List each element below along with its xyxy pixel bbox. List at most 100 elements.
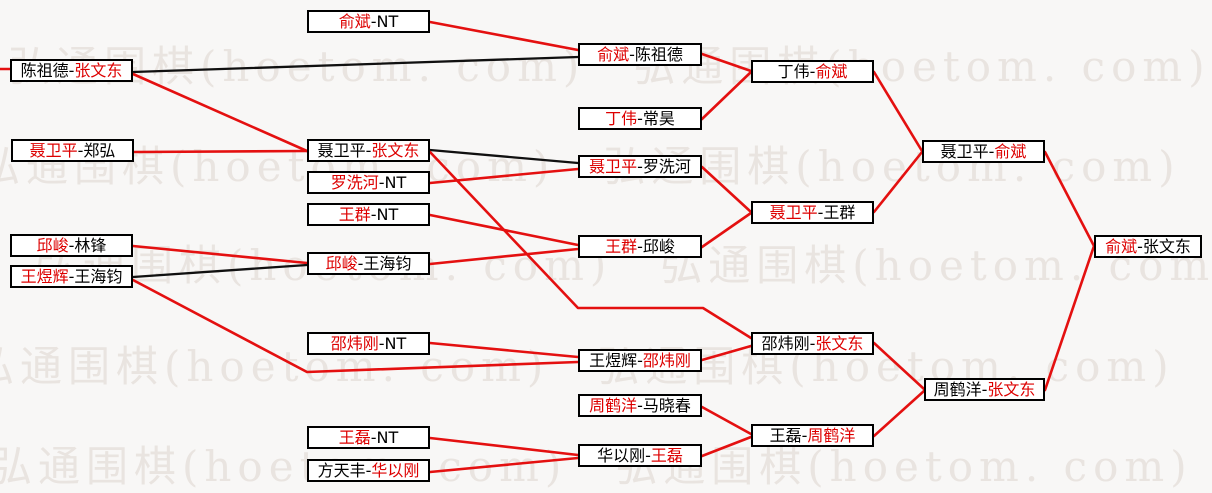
player-name: 丁伟-: [777, 61, 816, 81]
match-shaoweigang-nt: 邵炜刚-NT: [307, 332, 430, 355]
player-name: -马晓春: [637, 395, 691, 415]
player-name: -常昊: [637, 108, 675, 128]
line-wanglei-zhouheyang-to-zhouheyang-zhangwendong: [872, 389, 926, 438]
player-name: 邵炜刚: [642, 350, 691, 370]
player-name: 俞斌: [1105, 236, 1138, 256]
line-yubin-nt-to-yubin-chenzude: [428, 20, 580, 52]
match-huayigang-wanglei: 华以刚-王磊: [578, 444, 702, 467]
player-name: 俞斌: [597, 44, 630, 64]
player-name: 聂卫平-: [317, 140, 372, 160]
match-qiujun-linfeng: 邱峻-林锋: [10, 234, 133, 257]
match-final-yubin-zhangwendong: 俞斌-张文东: [1094, 235, 1202, 258]
line-wanglei-nt-to-huayigang-wanglei: [428, 436, 580, 457]
player-name: -王海钧: [68, 266, 123, 286]
line-dingwei-yubin-to-nieweiping-yubin: [872, 70, 924, 153]
line-nieweiping-luoxihe-to-nieweiping-wangqun: [700, 165, 753, 214]
match-luoxihe-nt: 罗洗河-NT: [307, 171, 430, 194]
player-name: 聂卫平: [769, 202, 818, 222]
line-qiujun-wanghaijun-to-wangqun-qiujun: [428, 247, 580, 266]
line-zhouheyang-zhangwendong-to-final: [1043, 244, 1096, 392]
line-dingwei-changhao-to-dingwei-yubin: [700, 70, 753, 121]
line-wangyuhui-shaoweigang-to-shaoweigang-zhangwendong: [700, 344, 753, 362]
match-zhouheyang-maxiaochun: 周鹤洋-马晓春: [578, 394, 702, 417]
match-dingwei-changhao: 丁伟-常昊: [578, 107, 702, 130]
player-name: -郑弘: [77, 140, 116, 160]
player-name: 邱峻: [325, 253, 358, 273]
player-name: 王群: [605, 236, 638, 256]
player-name: 王煜辉: [20, 266, 69, 286]
player-name: -邱峻: [637, 236, 675, 256]
line-nieweiping-wangqun-to-nieweiping-yubin: [872, 150, 924, 214]
line-zhouheyang-maxiaochun-to-wanglei-zhouheyang: [700, 405, 753, 436]
match-nieweiping-zhenghong: 聂卫平-郑弘: [11, 139, 134, 162]
line-nieweiping-zhenghong-to-nieweiping-zhangwendong: [132, 149, 309, 154]
player-name: 王磊: [338, 427, 371, 447]
line-wangqun-qiujun-to-nieweiping-wangqun: [700, 211, 753, 249]
line-nieweiping-zhangwendong-to-nieweiping-luoxihe: [428, 148, 580, 165]
match-fangtianfeng-huayigang: 方天丰-华以刚: [307, 459, 430, 482]
player-name: -NT: [370, 204, 399, 224]
line-fangtianfeng-huayigang-to-huayigang-wanglei: [428, 456, 580, 474]
line-yubin-chenzude-to-dingwei-yubin: [700, 52, 753, 73]
match-dingwei-yubin: 丁伟-俞斌: [751, 60, 874, 83]
player-name: 俞斌: [815, 61, 848, 81]
line-qiujun-linfeng-to-qiujun-wanghaijun: [131, 244, 309, 265]
match-nieweiping-wangqun: 聂卫平-王群: [751, 201, 874, 224]
match-wanglei-nt: 王磊-NT: [307, 426, 430, 449]
player-name: 王磊-: [769, 425, 808, 445]
player-name: 张文东: [815, 333, 864, 353]
match-nieweiping-zhangwendong: 聂卫平-张文东: [307, 139, 430, 162]
match-wangyuhui-shaoweigang: 王煜辉-邵炜刚: [578, 349, 702, 372]
player-name: 王煜辉-: [589, 350, 643, 370]
line-chenzude-zhangwendong-to-yubin-chenzude: [131, 55, 580, 74]
player-name: 邵炜刚-: [761, 333, 816, 353]
player-name: -NT: [370, 11, 399, 31]
player-name: 华以刚-: [597, 445, 651, 465]
player-name: 聂卫平: [589, 156, 638, 176]
match-qiujun-wanghaijun: 邱峻-王海钧: [307, 252, 430, 275]
player-name: -林锋: [68, 235, 107, 255]
line-wangyuhui-to-wangyuhui-shaoweigang: [131, 278, 580, 374]
player-name: -王群: [817, 202, 856, 222]
match-wangyuhui-wanghaijun: 王煜辉-王海钧: [10, 265, 133, 288]
player-name: -陈祖德: [629, 44, 683, 64]
match-nieweiping-yubin: 聂卫平-俞斌: [922, 140, 1045, 163]
line-wangqun-nt-to-wangqun-qiujun: [428, 213, 580, 247]
player-name: 张文东: [74, 60, 123, 80]
player-name: 邱峻: [36, 235, 69, 255]
player-name: 王磊: [650, 445, 683, 465]
player-name: 陈祖德-: [20, 60, 75, 80]
match-yubin-chenzude: 俞斌-陈祖德: [578, 43, 702, 66]
match-zhouheyang-zhangwendong: 周鹤洋-张文东: [924, 378, 1045, 401]
match-chenzude-zhangwendong: 陈祖德-张文东: [10, 59, 133, 82]
line-shaoweigang-nt-to-wangyuhui-shaoweigang: [428, 341, 580, 359]
player-name: -罗洗河: [637, 156, 691, 176]
match-wangqun-qiujun: 王群-邱峻: [578, 235, 702, 258]
player-name: -NT: [378, 172, 407, 192]
player-name: 周鹤洋-: [933, 379, 988, 399]
player-name: 方天丰-: [317, 460, 372, 480]
player-name: -王海钧: [357, 253, 412, 273]
line-chenzude-zhangwendong-to-nieweiping-zhangwendong: [131, 72, 309, 153]
player-name: 邵炜刚: [330, 333, 379, 353]
match-wanglei-zhouheyang: 王磊-周鹤洋: [751, 424, 874, 447]
player-name: 王群: [338, 204, 371, 224]
player-name: 聂卫平: [29, 140, 78, 160]
player-name: 张文东: [987, 379, 1036, 399]
player-name: 张文东: [371, 140, 420, 160]
player-name: -NT: [378, 333, 407, 353]
player-name: -NT: [370, 427, 399, 447]
match-wangqun-nt: 王群-NT: [307, 203, 430, 226]
line-luoxihe-nt-to-nieweiping-luoxihe: [428, 167, 580, 185]
line-wangyuhui-wanghaijun-to-qiujun-wanghaijun: [131, 263, 309, 279]
match-shaoweigang-zhangwendong: 邵炜刚-张文东: [751, 332, 874, 355]
line-huayigang-wanglei-to-wanglei-zhouheyang: [700, 435, 753, 458]
line-nieweiping-yubin-to-final: [1043, 150, 1096, 248]
player-name: 俞斌: [994, 141, 1027, 161]
player-name: 华以刚: [371, 460, 420, 480]
player-name: 聂卫平-: [940, 141, 995, 161]
match-nieweiping-luoxihe: 聂卫平-罗洗河: [578, 155, 702, 178]
player-name: 周鹤洋: [589, 395, 638, 415]
player-name: 周鹤洋: [807, 425, 856, 445]
